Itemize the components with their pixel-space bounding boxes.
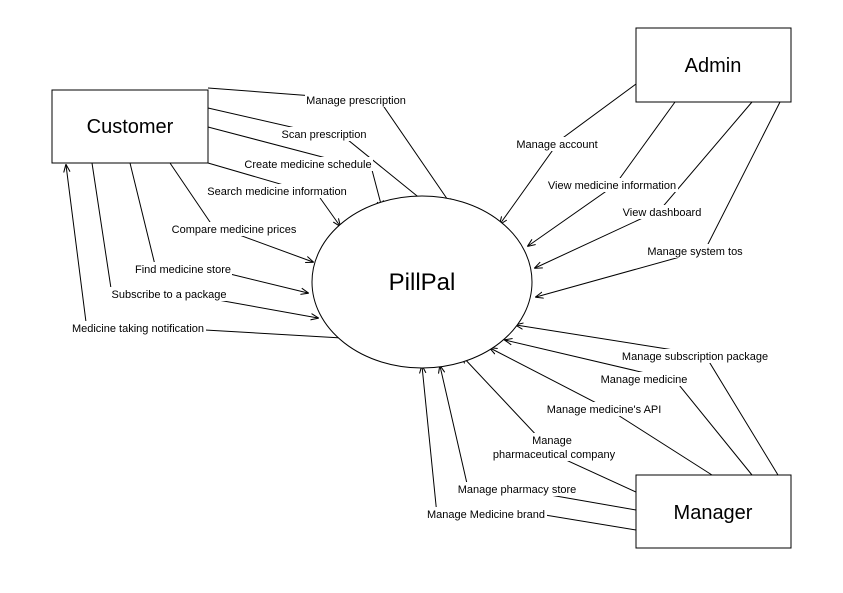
flow-compare-medicine-prices (169, 162, 313, 262)
label-manage-medicines-api: Manage medicine's API (547, 404, 662, 416)
label-manage-subscription-package: Manage subscription package (622, 351, 768, 363)
process-label: PillPal (389, 269, 456, 296)
admin-flow-labels: Manage account View medicine information… (514, 137, 744, 258)
label-manage-medicine-brand: Manage Medicine brand (427, 509, 545, 521)
label-create-medicine-schedule: Create medicine schedule (244, 159, 371, 171)
label-scan-prescription: Scan prescription (282, 129, 367, 141)
label-manage-pharmacy-store: Manage pharmacy store (458, 484, 577, 496)
label-compare-medicine-prices: Compare medicine prices (172, 224, 297, 236)
customer-entity: Customer (51, 89, 209, 164)
manager-label: Manager (674, 502, 753, 524)
label-manage-prescription: Manage prescription (306, 95, 406, 107)
label-manage-pharma-line1: Manage (532, 435, 572, 447)
manager-entity: Manager (635, 474, 792, 549)
flow-manage-account (500, 83, 637, 224)
customer-label: Customer (87, 116, 174, 138)
label-view-dashboard: View dashboard (623, 207, 702, 219)
label-search-medicine-information: Search medicine information (207, 186, 346, 198)
label-manage-pharma-line2: pharmaceutical company (493, 449, 616, 461)
manager-flow-labels: Manage subscription package Manage medic… (425, 349, 770, 521)
label-view-medicine-information: View medicine information (548, 180, 676, 192)
label-find-medicine-store: Find medicine store (135, 264, 231, 276)
pillpal-process: PillPal (311, 195, 533, 369)
label-manage-account: Manage account (516, 139, 597, 151)
admin-entity: Admin (635, 27, 792, 103)
label-subscribe-package: Subscribe to a package (112, 289, 227, 301)
admin-label: Admin (685, 55, 742, 77)
label-manage-system-tos: Manage system tos (647, 246, 743, 258)
flow-view-medicine-information (528, 101, 676, 246)
label-medicine-taking-notification: Medicine taking notification (72, 323, 204, 335)
customer-flow-labels: Manage prescription Scan prescription Cr… (70, 93, 407, 335)
label-manage-medicine: Manage medicine (601, 374, 688, 386)
